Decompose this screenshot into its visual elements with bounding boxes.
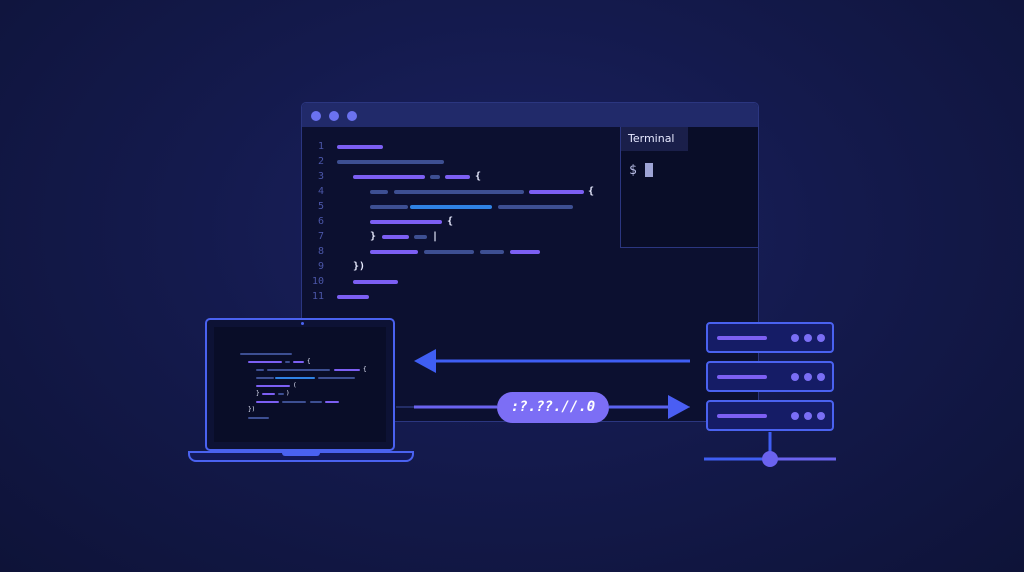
arrow-right-icon (668, 395, 690, 419)
laptop-notch (282, 452, 320, 456)
code-brace: { (588, 186, 595, 197)
code-token (529, 190, 584, 194)
text-cursor-bar: | (432, 231, 439, 242)
line-number: 5 (317, 201, 324, 212)
code-token (248, 361, 282, 363)
code-token (310, 401, 322, 403)
code-token (337, 145, 383, 149)
code-brace: }) (248, 406, 256, 413)
code-token (256, 401, 279, 403)
server-led (804, 412, 812, 420)
server-led (817, 334, 825, 342)
code-token (337, 160, 444, 164)
code-token (353, 280, 398, 284)
server-led (791, 334, 799, 342)
ip-address-badge: :?.??.//.0 (497, 392, 609, 423)
code-token (256, 377, 274, 379)
line-number: 1 (317, 141, 324, 152)
code-brace: }) (353, 261, 366, 272)
code-brace: ( (293, 382, 297, 389)
laptop-icon: { { ( } ) }) (205, 318, 395, 451)
line-number: 2 (317, 156, 324, 167)
terminal-cursor (645, 163, 653, 177)
code-brace: { (447, 216, 454, 227)
server-led (804, 373, 812, 381)
code-token-highlight (410, 205, 492, 209)
code-token (370, 190, 388, 194)
server-led (817, 412, 825, 420)
server-led (804, 334, 812, 342)
code-token (414, 235, 427, 239)
code-token (278, 393, 284, 395)
code-token-highlight (275, 377, 315, 379)
code-token (256, 385, 290, 387)
code-token (510, 250, 540, 254)
code-token (262, 393, 275, 395)
server-led (791, 412, 799, 420)
code-token (285, 361, 290, 363)
code-brace: } (256, 390, 260, 397)
window-control-dot[interactable] (347, 111, 357, 121)
server-label-bar (717, 414, 767, 418)
server-label-bar (717, 375, 767, 379)
code-token (445, 175, 470, 179)
code-token (353, 175, 425, 179)
network-node (762, 451, 778, 467)
arrow-left-icon (414, 349, 436, 373)
code-brace: } (370, 231, 377, 242)
code-token (394, 190, 524, 194)
line-number: 7 (317, 231, 324, 242)
code-token (325, 401, 339, 403)
code-token (498, 205, 573, 209)
server-led (817, 373, 825, 381)
line-number: 10 (311, 276, 324, 287)
terminal-tab[interactable]: Terminal (621, 127, 688, 151)
server-unit (706, 361, 834, 392)
laptop-screen: { { ( } ) }) (214, 327, 386, 442)
server-unit (706, 322, 834, 353)
code-token (370, 205, 408, 209)
window-control-dot[interactable] (311, 111, 321, 121)
code-brace: { (475, 171, 482, 182)
code-token (430, 175, 440, 179)
code-brace: { (363, 366, 367, 373)
laptop-base (188, 451, 414, 462)
code-token (337, 295, 369, 299)
code-brace: { (307, 358, 311, 365)
server-unit (706, 400, 834, 431)
line-number: 4 (317, 186, 324, 197)
code-token (382, 235, 409, 239)
code-token (370, 220, 442, 224)
line-number: 3 (317, 171, 324, 182)
laptop-camera (301, 322, 304, 325)
code-brace: ) (286, 390, 290, 397)
code-token (248, 417, 269, 419)
terminal-prompt: $ (629, 163, 637, 178)
line-number: 11 (311, 291, 324, 302)
line-number: 6 (317, 216, 324, 227)
code-token (293, 361, 304, 363)
server-led (791, 373, 799, 381)
code-token (240, 353, 292, 355)
code-token (424, 250, 474, 254)
line-number: 9 (317, 261, 324, 272)
code-token (334, 369, 360, 371)
line-number: 8 (317, 246, 324, 257)
terminal-panel[interactable]: Terminal $ (620, 127, 758, 248)
code-token (256, 369, 264, 371)
code-token (282, 401, 306, 403)
code-token (370, 250, 418, 254)
window-control-dot[interactable] (329, 111, 339, 121)
code-token (267, 369, 330, 371)
editor-title-bar (302, 103, 758, 127)
server-label-bar (717, 336, 767, 340)
code-token (318, 377, 355, 379)
code-token (480, 250, 504, 254)
